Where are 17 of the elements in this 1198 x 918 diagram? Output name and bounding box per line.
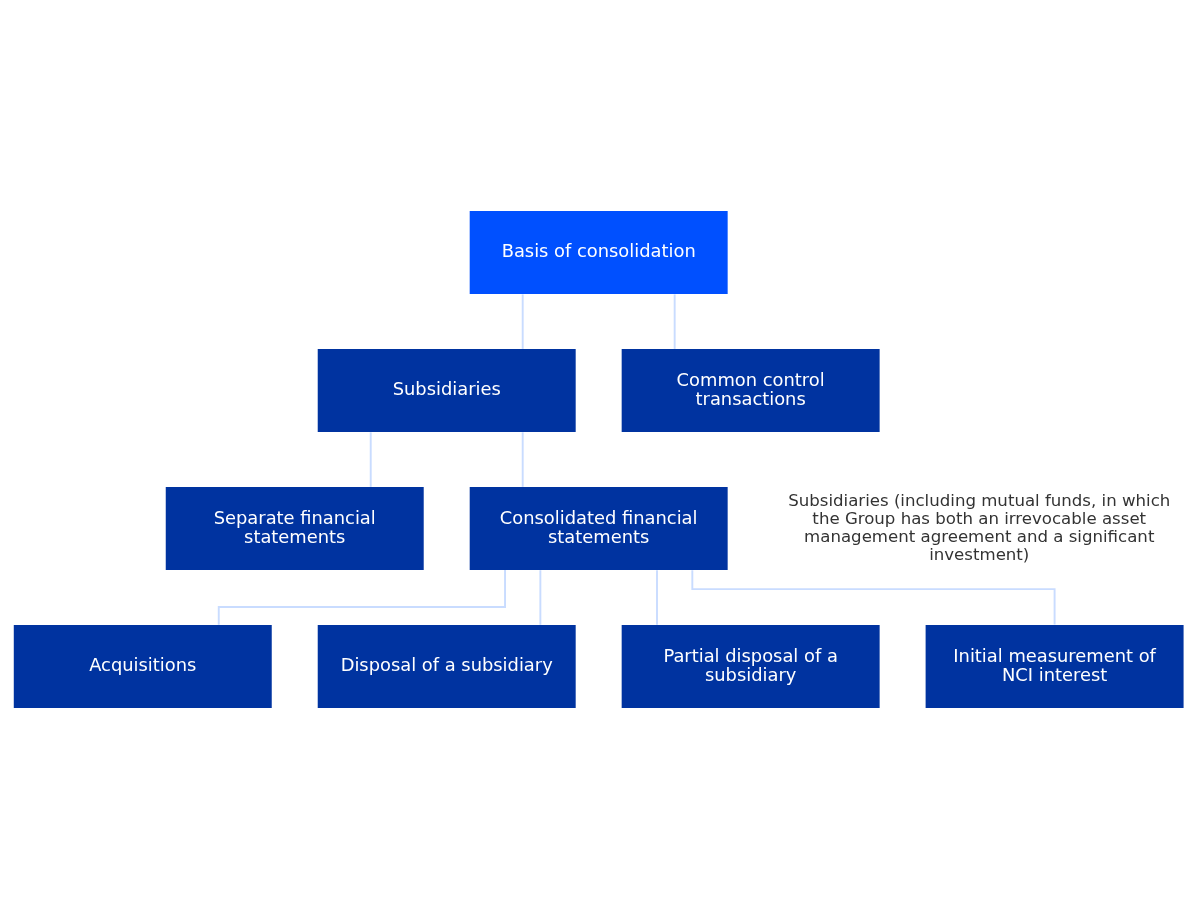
connector <box>369 430 372 488</box>
label: Subsidiaries (including mutual funds, in which the Group has both an irrevocable asset management agreement and a significant investment) <box>788 490 1171 564</box>
node-box: Consolidated financial statements <box>469 486 728 570</box>
node-box: Separate financial statements <box>165 486 424 570</box>
connector <box>673 292 676 350</box>
node-box: Acquisitions <box>13 624 272 708</box>
node-box: Common control transactions <box>621 348 880 432</box>
connector <box>539 568 542 626</box>
connector <box>521 292 524 350</box>
node-box: Disposal of a subsidiary <box>317 624 576 708</box>
connector <box>521 430 524 488</box>
node-box: Initial measurement of NCI interest <box>925 624 1184 708</box>
connector <box>691 568 1056 626</box>
node-box: Basis of consolidation <box>469 210 728 294</box>
connector <box>656 568 658 626</box>
node-box: Partial disposal of a subsidiary <box>621 624 880 708</box>
node-box: Subsidiaries <box>317 348 576 432</box>
